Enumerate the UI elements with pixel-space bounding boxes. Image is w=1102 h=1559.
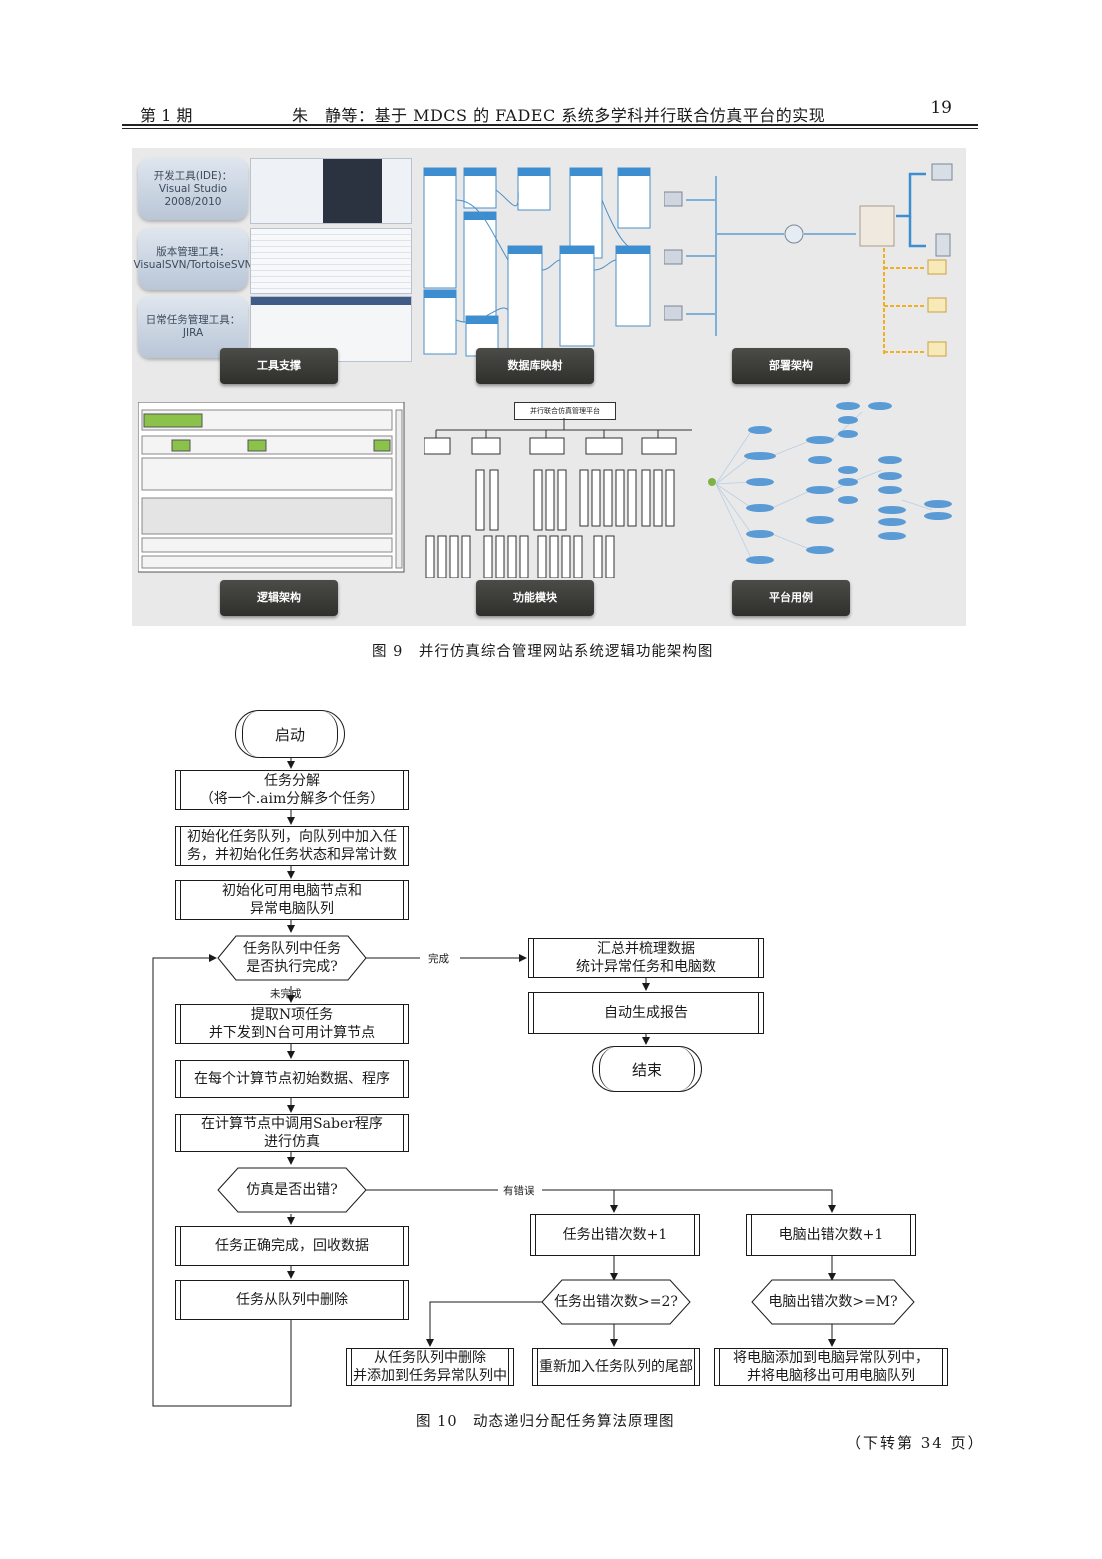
start-node: 启动: [235, 710, 345, 758]
to-abnormal-line1: 从任务队列中删除: [374, 1350, 486, 1366]
decompose-line2: （将一个.aim分解多个任务）: [199, 791, 385, 807]
label-logic-arch: 逻辑架构: [220, 580, 338, 616]
tool-svn: 版本管理工具：VisualSVN/TortoiseSVN: [133, 228, 253, 290]
figure-9: 开发工具(IDE)：Visual Studio 2008/2010 版本管理工具…: [132, 148, 966, 626]
not-done-edge-label: 未完成: [270, 988, 302, 1000]
task-ok-box: 任务正确完成，回收数据: [175, 1226, 409, 1266]
init-nodes-line2: 异常电脑队列: [250, 901, 334, 917]
label-db-mapping: 数据库映射: [476, 348, 594, 384]
tool-jira: 日常任务管理工具：JIRA: [138, 296, 248, 358]
error-edge-label: 有错误: [503, 1185, 535, 1197]
task-remove-label: 任务从队列中删除: [236, 1292, 348, 1308]
summary-line1: 汇总并梳理数据: [597, 941, 695, 957]
to-abnormal-queue-box: 从任务队列中删除 并添加到任务异常队列中: [346, 1348, 514, 1386]
pc-err-check-decision: 电脑出错次数>=M?: [762, 1280, 904, 1324]
continued-note: （下转第 34 页）: [846, 1434, 985, 1452]
paper-title: 朱 静等：基于 MDCS 的 FADEC 系统多学科并行联合仿真平台的实现: [292, 106, 826, 125]
check-done-decision: 任务队列中任务 是否执行完成?: [228, 936, 356, 980]
svn-screenshot: [250, 228, 412, 294]
label-deploy-arch: 部署架构: [732, 348, 850, 384]
pc-err-inc-box: 电脑出错次数+1: [746, 1214, 916, 1256]
func-tree-diagram: [424, 418, 692, 578]
summary-line2: 统计异常任务和电脑数: [576, 959, 716, 975]
tool-ide: 开发工具(IDE)：Visual Studio 2008/2010: [138, 158, 248, 220]
task-decompose-box: 任务分解 （将一个.aim分解多个任务）: [175, 770, 409, 810]
task-ok-label: 任务正确完成，回收数据: [215, 1238, 369, 1254]
init-nodes-line1: 初始化可用电脑节点和: [222, 883, 362, 899]
task-err-check-label: 任务出错次数>=2?: [554, 1294, 678, 1310]
init-queue-box: 初始化任务队列，向队列中加入任 务，并初始化任务状态和异常计数: [175, 826, 409, 866]
check-done-line1: 任务队列中任务: [243, 941, 341, 957]
end-node: 结束: [592, 1046, 702, 1092]
to-abnormal-line2: 并添加到任务异常队列中: [353, 1368, 507, 1384]
figure-10-caption: 图 10 动态递归分配任务算法原理图: [416, 1414, 675, 1430]
fetch-line2: 并下发到N台可用计算节点: [208, 1025, 376, 1041]
pc-abnormal-box: 将电脑添加到电脑异常队列中， 并将电脑移出可用电脑队列: [714, 1348, 948, 1386]
init-nodes-box: 初始化可用电脑节点和 异常电脑队列: [175, 880, 409, 920]
task-remove-box: 任务从队列中删除: [175, 1280, 409, 1320]
run-saber-line2: 进行仿真: [264, 1134, 320, 1150]
report-box: 自动生成报告: [528, 992, 764, 1034]
header-rule-thin: [122, 128, 978, 129]
requeue-label: 重新加入任务队列的尾部: [539, 1359, 693, 1375]
pc-err-check-label: 电脑出错次数>=M?: [768, 1294, 898, 1310]
check-error-label: 仿真是否出错?: [246, 1182, 338, 1198]
check-done-line2: 是否执行完成?: [246, 959, 338, 975]
decompose-line1: 任务分解: [264, 773, 320, 789]
label-func-modules: 功能模块: [476, 580, 594, 616]
label-tool-support: 工具支撑: [220, 348, 338, 384]
use-case-diagram: [708, 402, 952, 564]
ide-screenshot: [250, 158, 412, 224]
db-mapping-diagram: [423, 167, 651, 357]
start-label: 启动: [274, 725, 305, 744]
pc-err-inc-label: 电脑出错次数+1: [778, 1227, 884, 1243]
init-data-box: 在每个计算节点初始数据、程序: [175, 1060, 409, 1098]
page-number: 19: [930, 98, 952, 118]
fetch-line1: 提取N项任务: [250, 1007, 334, 1023]
running-header: 第 1 期 朱 静等：基于 MDCS 的 FADEC 系统多学科并行联合仿真平台…: [122, 96, 978, 125]
end-label: 结束: [631, 1060, 662, 1079]
report-label: 自动生成报告: [604, 1005, 688, 1021]
task-err-check-decision: 任务出错次数>=2?: [552, 1280, 680, 1324]
pc-abnormal-line2: 并将电脑移出可用电脑队列: [747, 1368, 915, 1384]
task-err-inc-label: 任务出错次数+1: [562, 1227, 668, 1243]
fetch-tasks-box: 提取N项任务 并下发到N台可用计算节点: [175, 1004, 409, 1044]
task-err-inc-box: 任务出错次数+1: [530, 1214, 700, 1256]
header-rule: [122, 124, 978, 126]
init-queue-line2: 务，并初始化任务状态和异常计数: [187, 847, 397, 863]
done-edge-label: 完成: [428, 953, 449, 965]
init-data-label: 在每个计算节点初始数据、程序: [194, 1071, 390, 1087]
issue-number: 第 1 期: [140, 106, 193, 125]
label-use-cases: 平台用例: [732, 580, 850, 616]
summary-box: 汇总并梳理数据 统计异常任务和电脑数: [528, 938, 764, 978]
pc-abnormal-line1: 将电脑添加到电脑异常队列中，: [733, 1350, 929, 1366]
run-saber-line1: 在计算节点中调用Saber程序: [201, 1116, 383, 1132]
run-saber-box: 在计算节点中调用Saber程序 进行仿真: [175, 1114, 409, 1152]
logic-arch-diagram: [138, 402, 405, 573]
figure-9-caption: 图 9 并行仿真综合管理网站系统逻辑功能架构图: [372, 644, 714, 660]
deploy-diagram: [664, 163, 953, 357]
requeue-box: 重新加入任务队列的尾部: [532, 1348, 700, 1386]
check-error-decision: 仿真是否出错?: [230, 1168, 354, 1212]
init-queue-line1: 初始化任务队列，向队列中加入任: [187, 829, 397, 845]
func-root: 并行联合仿真管理平台: [514, 402, 616, 420]
